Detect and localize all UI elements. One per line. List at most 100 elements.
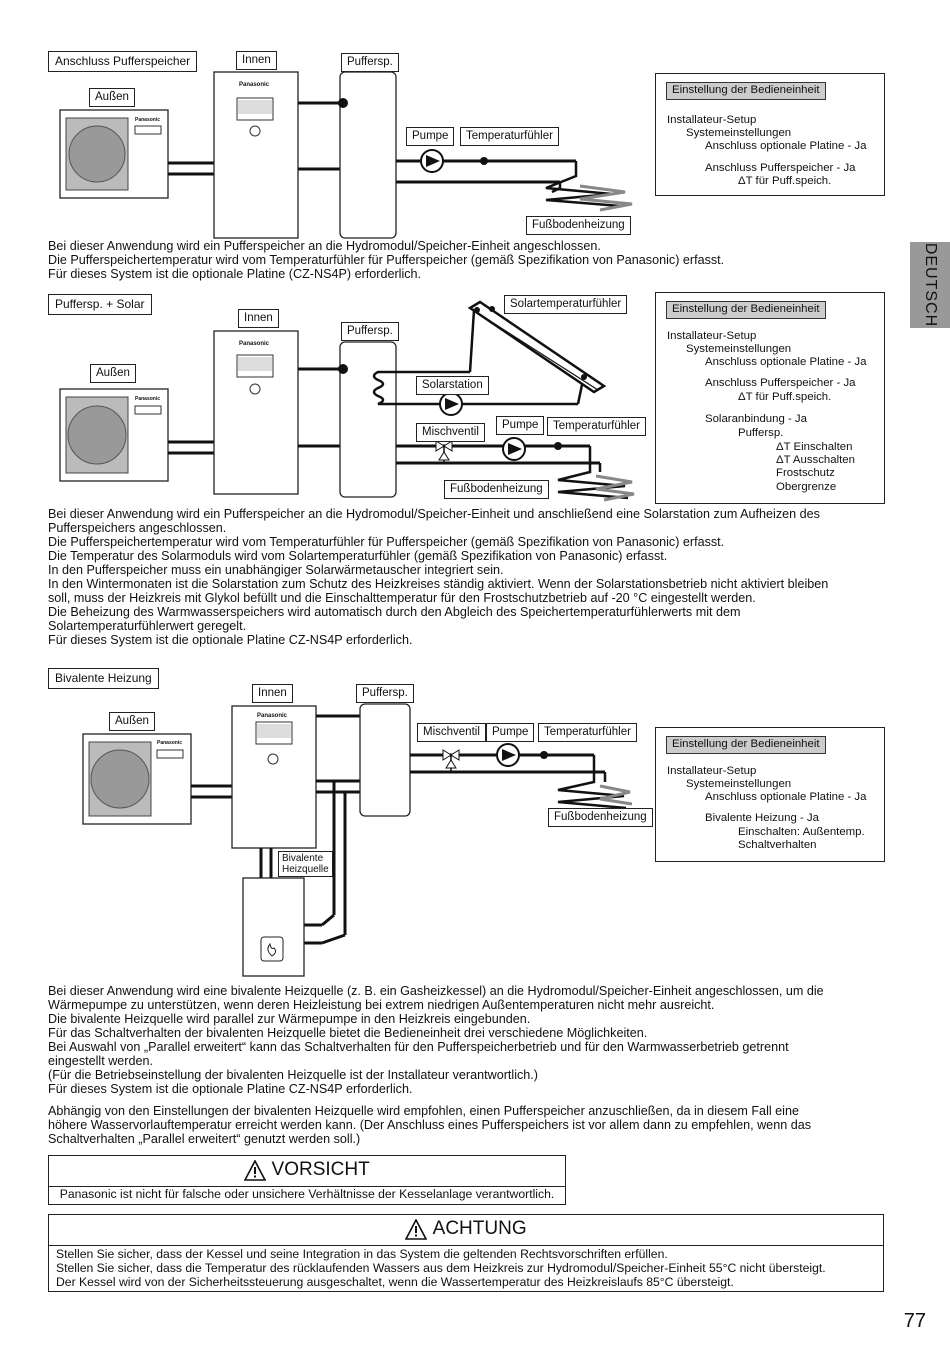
paragraph-line: Schaltverhalten „Parallel erweitert“ gen… <box>48 1132 361 1146</box>
solar-panel <box>467 300 607 394</box>
settings-line: Solaranbindung - Ja <box>705 413 807 425</box>
paragraph-line: In den Pufferspeicher muss ein unabhängi… <box>48 563 504 577</box>
page-number: 77 <box>903 1310 926 1332</box>
indoor-brand: Panasonic <box>239 341 270 347</box>
outdoor-unit <box>59 109 169 199</box>
settings-line: Installateur-Setup <box>667 330 757 342</box>
warning-triangle-icon <box>405 1218 428 1240</box>
achtung-text: Stellen Sie sicher, dass der Kessel und … <box>49 1245 883 1289</box>
label-pumpe: Pumpe <box>496 416 545 435</box>
label-puffersp: Puffersp. <box>356 684 414 703</box>
vorsicht-title: VORSICHT <box>271 1159 370 1180</box>
achtung-box: ACHTUNG Stellen Sie sicher, dass der Kes… <box>48 1214 884 1292</box>
label-innen: Innen <box>238 309 279 328</box>
settings-head: Einstellung der Bedieneinheit <box>666 736 826 754</box>
label-mischventil: Mischventil <box>417 723 486 742</box>
settings-head: Einstellung der Bedieneinheit <box>666 301 826 319</box>
vorsicht-header: VORSICHT <box>49 1159 565 1185</box>
achtung-header: ACHTUNG <box>49 1218 883 1244</box>
diagram1-description: Bei dieser Anwendung wird ein Pufferspei… <box>48 239 898 281</box>
settings-line: ΔT Einschalten <box>776 441 853 453</box>
indoor-brand: Panasonic <box>239 82 270 88</box>
diagram3-description: Bei dieser Anwendung wird eine bivalente… <box>48 984 898 1096</box>
settings-line: Anschluss optionale Platine - Ja <box>705 356 867 368</box>
paragraph-line: Die bivalente Heizquelle wird parallel z… <box>48 1012 531 1026</box>
label-temperaturfuehler: Temperaturfühler <box>460 127 559 146</box>
vorsicht-box: VORSICHT Panasonic ist nicht für falsche… <box>48 1155 566 1205</box>
label-fussbodenheizung: Fußbodenheizung <box>526 216 631 235</box>
settings-line: Anschluss optionale Platine - Ja <box>705 140 867 152</box>
label-aussen: Außen <box>89 88 135 107</box>
paragraph-line: Die Pufferspeichertemperatur wird vom Te… <box>48 253 725 267</box>
outdoor-brand: Panasonic <box>157 740 183 746</box>
paragraph-line: höhere Wasservorlauftemperatur erreicht … <box>48 1118 812 1132</box>
label-pumpe: Pumpe <box>406 127 455 146</box>
settings-line: Einschalten: Außentemp. <box>738 826 865 838</box>
label-bivalente-heizquelle: Bivalente Heizquelle <box>278 851 333 877</box>
settings-line: Systemeinstellungen <box>686 778 792 790</box>
settings-line: Schaltverhalten <box>738 839 817 851</box>
outdoor-unit <box>59 388 169 482</box>
label-temperaturfuehler: Temperaturfühler <box>547 417 646 436</box>
settings-line: Anschluss Pufferspeicher - Ja <box>705 162 856 174</box>
floor-heating-coil <box>557 446 635 502</box>
indoor-brand: Panasonic <box>257 713 288 719</box>
settings-line: ΔT für Puff.speich. <box>738 175 832 187</box>
diagram1-graphic <box>59 71 633 239</box>
buffer-tank <box>339 71 397 239</box>
achtung-title: ACHTUNG <box>432 1218 527 1239</box>
buffer-tank <box>359 703 411 817</box>
paragraph-line: Die Pufferspeichertemperatur wird vom Te… <box>48 535 725 549</box>
settings-line: ΔT Ausschalten <box>776 454 855 466</box>
achtung-line: Stellen Sie sicher, dass der Kessel und … <box>56 1247 668 1261</box>
settings-line: ΔT für Puff.speich. <box>738 391 832 403</box>
label-mischventil: Mischventil <box>416 423 485 442</box>
paragraph-line: Abhängig von den Einstellungen der bival… <box>48 1104 799 1118</box>
paragraph-line: eingestellt werden. <box>48 1054 154 1068</box>
settings-line: Anschluss Pufferspeicher - Ja <box>705 377 856 389</box>
paragraph-line: Pufferspeichers angeschlossen. <box>48 521 227 535</box>
settings-line: Systemeinstellungen <box>686 127 792 139</box>
paragraph-line: soll, muss der Heizkreis mit Glykol befü… <box>48 591 756 605</box>
settings-line: Obergrenze <box>776 481 837 493</box>
label-solarstation: Solarstation <box>416 376 489 395</box>
paragraph-line: In den Wintermonaten ist die Solarstatio… <box>48 577 829 591</box>
label-aussen: Außen <box>109 712 155 731</box>
paragraph-line: Bei dieser Anwendung wird eine bivalente… <box>48 984 824 998</box>
settings-line: Systemeinstellungen <box>686 343 792 355</box>
outdoor-unit <box>82 733 192 825</box>
floor-heating-coil <box>557 755 633 810</box>
settings-box-1: Einstellung der Bedieneinheit Installate… <box>655 73 885 196</box>
language-tab: DEUTSCH <box>910 242 950 328</box>
settings-line: Anschluss optionale Platine - Ja <box>705 791 867 803</box>
diagram2-title: Puffersp. + Solar <box>48 294 152 315</box>
settings-line: Installateur-Setup <box>667 114 757 126</box>
floor-heating-coil <box>545 161 633 212</box>
diagram2-description: Bei dieser Anwendung wird ein Pufferspei… <box>48 507 898 647</box>
label-innen: Innen <box>236 51 277 70</box>
outdoor-brand: Panasonic <box>135 396 161 402</box>
paragraph-line: Wärmepumpe zu unterstützen, wenn deren H… <box>48 998 715 1012</box>
label-innen: Innen <box>252 684 293 703</box>
diagram3-graphic <box>82 703 633 977</box>
label-fussbodenheizung: Fußbodenheizung <box>548 808 653 827</box>
warning-triangle-icon <box>244 1159 267 1181</box>
paragraph-line: Für dieses System ist die optionale Plat… <box>48 633 413 647</box>
label-fussbodenheizung: Fußbodenheizung <box>444 480 549 499</box>
settings-line: Puffersp. <box>738 427 784 439</box>
diagram3-recommendation: Abhängig von den Einstellungen der bival… <box>48 1104 898 1146</box>
label-aussen: Außen <box>90 364 136 383</box>
label-puffersp: Puffersp. <box>341 53 399 72</box>
achtung-line: Der Kessel wird von der Sicherheitssteue… <box>56 1275 734 1289</box>
paragraph-line: Solartemperaturfühlerwert geregelt. <box>48 619 247 633</box>
indoor-unit <box>231 705 317 849</box>
paragraph-line: Für dieses System ist die optionale Plat… <box>48 267 422 281</box>
label-pumpe: Pumpe <box>486 723 535 742</box>
label-temperaturfuehler: Temperaturfühler <box>538 723 637 742</box>
bivalent-boiler <box>242 877 305 977</box>
indoor-unit <box>213 330 299 495</box>
paragraph-line: Für dieses System ist die optionale Plat… <box>48 1082 413 1096</box>
label-puffersp: Puffersp. <box>341 322 399 341</box>
settings-box-2: Einstellung der Bedieneinheit Installate… <box>655 292 885 504</box>
paragraph-line: Die Temperatur des Solarmoduls wird vom … <box>48 549 668 563</box>
